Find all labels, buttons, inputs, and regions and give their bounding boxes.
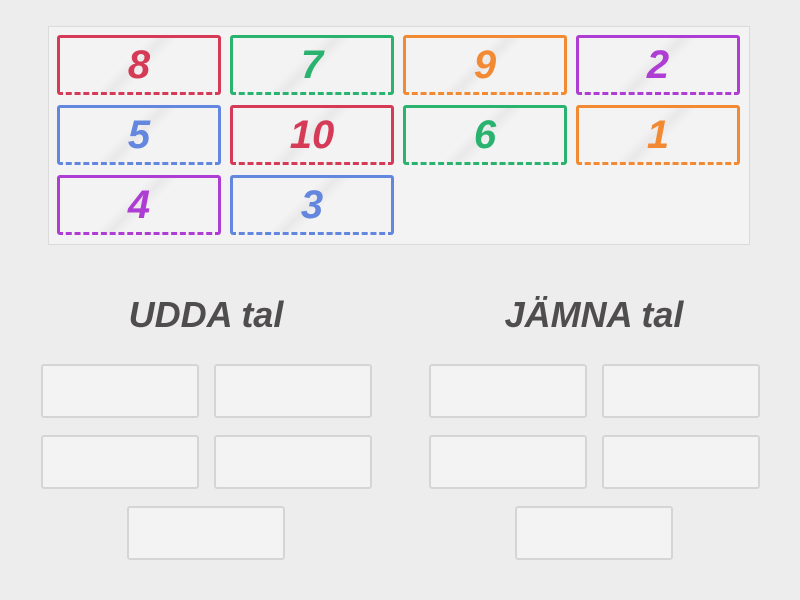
slot-grid xyxy=(428,364,760,560)
empty-slot[interactable] xyxy=(515,506,673,560)
number-tile[interactable]: 9 xyxy=(403,35,567,95)
number-tile[interactable]: 7 xyxy=(230,35,394,95)
empty-slot[interactable] xyxy=(40,435,199,489)
number-tile[interactable]: 3 xyxy=(230,175,394,235)
number-tile[interactable]: 1 xyxy=(576,105,740,165)
empty-slot[interactable] xyxy=(127,506,285,560)
number-tile[interactable]: 2 xyxy=(576,35,740,95)
empty-slot[interactable] xyxy=(601,435,760,489)
empty-slot[interactable] xyxy=(428,364,587,418)
empty-slot[interactable] xyxy=(40,364,199,418)
slot-grid xyxy=(40,364,372,560)
group-title: JÄMNA tal xyxy=(504,294,684,335)
number-tile[interactable]: 4 xyxy=(57,175,221,235)
empty-slot[interactable] xyxy=(213,364,372,418)
number-tile[interactable]: 6 xyxy=(403,105,567,165)
group-jamna-tal: JÄMNA tal xyxy=(414,280,774,560)
group-udda-tal: UDDA tal xyxy=(26,280,386,560)
empty-slot[interactable] xyxy=(428,435,587,489)
tile-pool: 8 7 9 2 5 10 6 1 4 3 xyxy=(48,26,750,245)
number-tile[interactable]: 8 xyxy=(57,35,221,95)
number-tile[interactable]: 5 xyxy=(57,105,221,165)
number-tile[interactable]: 10 xyxy=(230,105,394,165)
empty-slot[interactable] xyxy=(213,435,372,489)
group-title: UDDA tal xyxy=(128,294,284,335)
empty-slot[interactable] xyxy=(601,364,760,418)
